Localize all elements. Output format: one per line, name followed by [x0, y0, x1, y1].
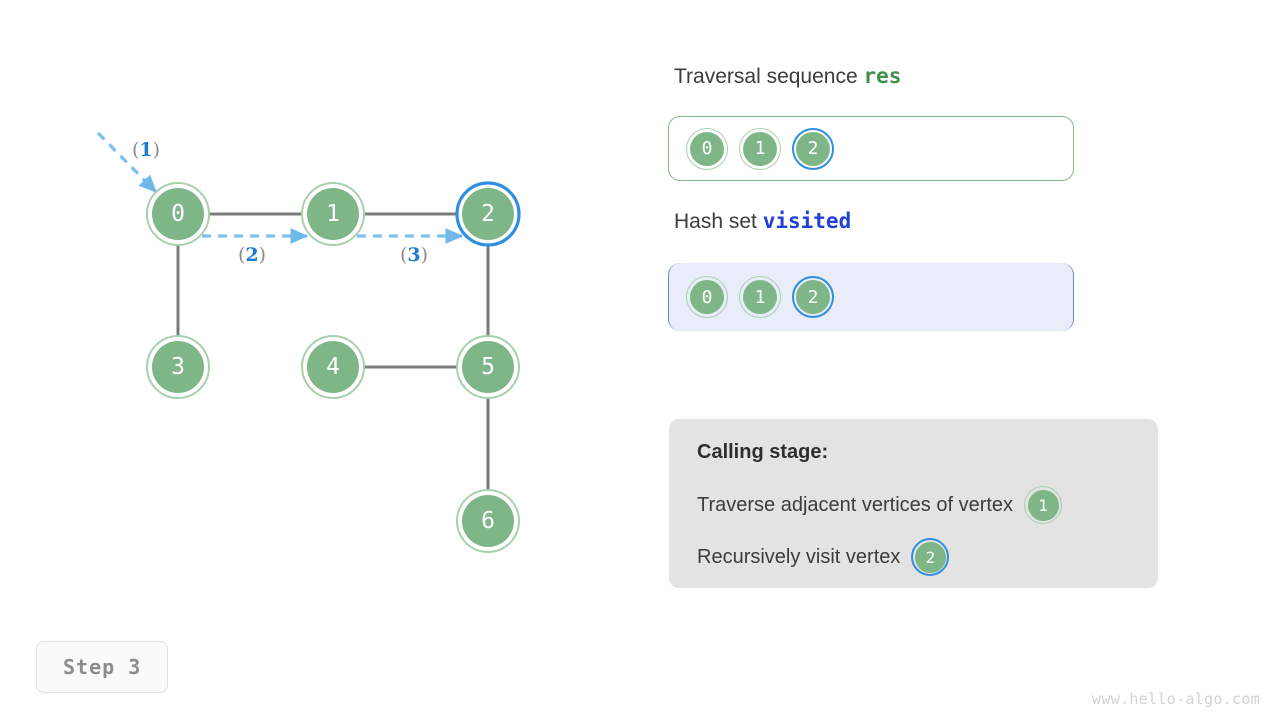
- order-number: 3: [407, 244, 420, 266]
- graph-node-label: 2: [481, 201, 495, 227]
- visited-item: 1: [739, 276, 781, 318]
- chip-ring: [739, 276, 781, 318]
- calling-stage-line: Recursively visit vertex 2: [697, 538, 1130, 576]
- paren-open: (: [400, 244, 407, 266]
- traversal-order-label: (1): [132, 139, 160, 161]
- graph-node-label: 0: [171, 201, 185, 227]
- chip-ring: [792, 127, 834, 170]
- paren-close: ): [153, 139, 160, 161]
- visited-section-title: Hash set visited: [674, 209, 851, 234]
- calling-stage-line: Traverse adjacent vertices of vertex 1: [697, 486, 1130, 524]
- graph-node-ring: [456, 489, 520, 553]
- calling-stage-panel: Calling stage: Traverse adjacent vertice…: [669, 419, 1158, 588]
- res-item: 2: [792, 127, 834, 170]
- res-section-title: Traversal sequence res: [674, 64, 901, 89]
- chip-label: 1: [743, 131, 777, 166]
- chip-ring: [739, 127, 781, 170]
- paren-close: ): [259, 244, 266, 266]
- graph-node-core: [152, 341, 204, 393]
- chip-label: 2: [796, 131, 830, 166]
- chip-label: 2: [914, 541, 946, 573]
- paren-open: (: [238, 244, 245, 266]
- graph-node-core: [462, 188, 514, 240]
- graph-node-core: [462, 495, 514, 547]
- traversal-arrows: [96, 131, 464, 244]
- calling-stage-line-text: Recursively visit vertex: [697, 545, 901, 568]
- graph-node: 5: [456, 335, 520, 399]
- visited-title-prefix: Hash set: [674, 210, 763, 233]
- visited-item: 0: [686, 276, 728, 318]
- graph-node-ring: [301, 182, 365, 246]
- chip-label: 0: [690, 280, 724, 314]
- chip-ring: [686, 127, 728, 170]
- graph-node-label: 3: [171, 354, 185, 380]
- graph-node-label: 6: [481, 508, 495, 534]
- chip-ring: [911, 538, 950, 576]
- graph-edges: [176, 212, 490, 490]
- graph-node-core: [152, 188, 204, 240]
- graph-node-ring: [455, 181, 521, 247]
- graph-node: 0: [146, 182, 210, 246]
- paren-close: ): [421, 244, 428, 266]
- graph-node-label: 5: [481, 354, 495, 380]
- chip-ring: [792, 276, 834, 318]
- graph-node-label: 1: [326, 201, 340, 227]
- order-number: 2: [245, 244, 258, 266]
- chip-ring: [1024, 486, 1063, 524]
- chip-label: 2: [796, 280, 830, 314]
- visited-title-code: visited: [762, 209, 852, 233]
- chip-label: 0: [690, 131, 724, 166]
- calling-stage-vertex-badge: 2: [911, 538, 950, 576]
- calling-stage-vertex-badge: 1: [1024, 486, 1063, 524]
- graph-node-ring: [146, 182, 210, 246]
- res-item: 1: [739, 127, 781, 170]
- traversal-arrow: [96, 131, 158, 194]
- graph-node-ring: [146, 335, 210, 399]
- chip-label: 1: [1027, 489, 1059, 521]
- order-number: 1: [139, 139, 152, 161]
- traversal-order-label: (2): [238, 244, 266, 266]
- graph-node: 3: [146, 335, 210, 399]
- graph-node-ring: [456, 335, 520, 399]
- chip-label: 1: [743, 280, 777, 314]
- calling-stage-line-text: Traverse adjacent vertices of vertex: [697, 493, 1014, 516]
- res-item: 0: [686, 127, 728, 170]
- paren-open: (: [132, 139, 139, 161]
- chip-ring: [686, 276, 728, 318]
- graph-nodes: 0 1 2 3 4 5 6: [146, 181, 521, 553]
- graph-node-ring: [301, 335, 365, 399]
- watermark: www.hello-algo.com: [1092, 690, 1260, 708]
- graph-node: 6: [456, 489, 520, 553]
- res-title-code: res: [863, 64, 902, 88]
- visited-item: 2: [792, 276, 834, 318]
- graph-node-label: 4: [326, 354, 340, 380]
- calling-stage-heading: Calling stage:: [697, 441, 829, 463]
- step-badge: Step 3: [36, 641, 169, 693]
- graph-node: 2: [455, 181, 521, 247]
- res-title-prefix: Traversal sequence: [674, 65, 864, 88]
- graph-node-core: [307, 341, 359, 393]
- traversal-arrow-labels: (1)(2)(3): [132, 139, 428, 266]
- graph-node: 1: [301, 182, 365, 246]
- graph-node-core: [462, 341, 514, 393]
- graph-node: 4: [301, 335, 365, 399]
- traversal-order-label: (3): [400, 244, 428, 266]
- graph-node-core: [307, 188, 359, 240]
